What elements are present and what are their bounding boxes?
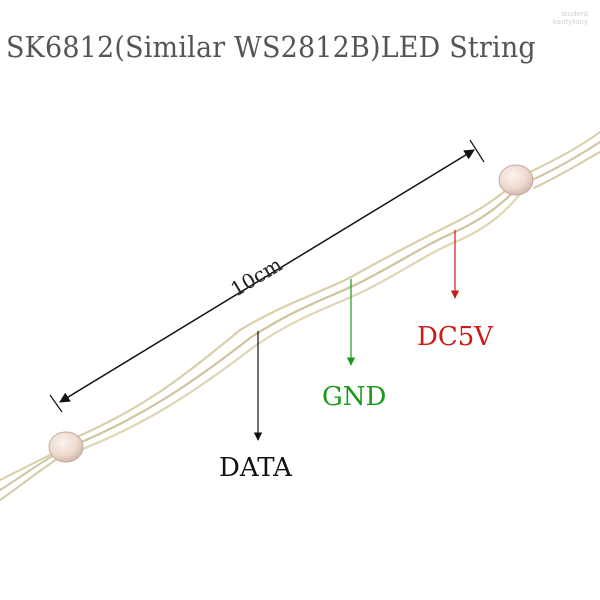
dimension-tick-right — [469, 139, 485, 163]
wire-main-1 — [68, 181, 517, 442]
gnd-callout: GND — [322, 279, 386, 412]
wire-left-out-2 — [0, 451, 61, 491]
dimension-line — [59, 149, 475, 403]
page-title: SK6812(Similar WS2812B)LED String — [6, 30, 536, 64]
wire-main-2 — [70, 186, 520, 448]
watermark-line-2: kantytony — [552, 18, 588, 26]
gnd-label: GND — [322, 382, 386, 412]
watermark: student kantytony — [553, 10, 588, 26]
data-callout: DATA — [219, 331, 293, 483]
wire-right-out-3 — [533, 151, 600, 189]
dimension-label: 10cm — [226, 252, 286, 301]
wire-right-out-1 — [529, 131, 600, 173]
wire-left-out-3 — [0, 455, 63, 501]
dimension-marker: 10cm — [49, 139, 485, 413]
led-bead-left — [48, 431, 84, 463]
dimension-tick-left — [49, 394, 63, 413]
watermark-line-1: student — [561, 10, 588, 18]
wire-right-out-2 — [531, 141, 600, 181]
led-bead-right — [498, 164, 534, 196]
dc5v-callout: DC5V — [417, 230, 494, 352]
dc5v-label: DC5V — [417, 322, 494, 352]
data-label: DATA — [219, 453, 293, 483]
